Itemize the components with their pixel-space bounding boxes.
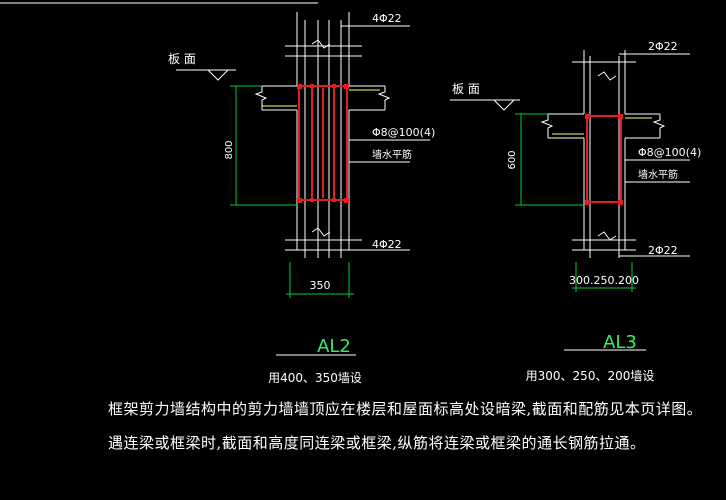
al3-dimensions	[515, 113, 636, 292]
al2-bottom-bars-label: 4Φ22	[372, 238, 402, 251]
note-line-1: 框架剪力墙结构中的剪力墙墙顶应在楼层和屋面标高处设暗梁,截面和配筋见本页详图。	[108, 400, 703, 418]
al2-top-bars-label: 4Φ22	[372, 12, 402, 25]
al2-top-hatch	[285, 45, 362, 57]
al3-width-dim: 300.250.200	[569, 274, 639, 287]
al2-title: AL2	[317, 336, 351, 357]
al3-slab-mark	[450, 99, 520, 111]
al2-rebar-cage	[298, 85, 348, 201]
al3-height-dim: 600	[507, 150, 518, 169]
al3-rebar-dots	[585, 114, 623, 205]
al2-dimensions	[230, 85, 354, 298]
al3-section: 板 面 2Φ22 2Φ22 Φ8@100(4) 墙水平筋 600 300.250…	[450, 40, 701, 383]
al3-bottom-bars-label: 2Φ22	[648, 244, 678, 257]
al2-slab-label: 板 面	[168, 52, 196, 66]
note-line-2: 遇连梁或框梁时,截面和高度同连梁或框梁,纵筋将连梁或框梁的通长钢筋拉通。	[108, 434, 646, 452]
al2-horiz-bars-label: 墙水平筋	[372, 148, 412, 161]
al3-wall-lines	[540, 50, 690, 258]
al2-yellow-leaders	[262, 89, 380, 107]
al2-slab-mark	[176, 69, 236, 81]
al2-stirrup-label: Φ8@100(4)	[372, 126, 435, 139]
al3-horiz-bars-label: 墙水平筋	[638, 168, 678, 181]
al3-top-bars-label: 2Φ22	[648, 40, 678, 53]
al2-height-dim: 800	[224, 140, 235, 159]
al3-title: AL3	[603, 332, 637, 353]
al2-rebar-dots	[297, 84, 349, 203]
al2-section: 板 面 4Φ22 4Φ22 Φ8@100(4) 墙水平筋 800 350 AL2…	[168, 12, 435, 385]
al2-subtitle: 用400、350墙设	[268, 371, 362, 385]
al3-subtitle: 用300、250、200墙设	[526, 369, 655, 383]
al3-slab-label: 板 面	[452, 82, 480, 96]
al2-wall-lines	[254, 12, 430, 258]
al3-yellow-leaders	[552, 117, 652, 135]
al3-stirrup-label: Φ8@100(4)	[638, 146, 701, 159]
al3-rebar-cage	[586, 115, 622, 203]
al2-width-dim: 350	[310, 279, 331, 292]
